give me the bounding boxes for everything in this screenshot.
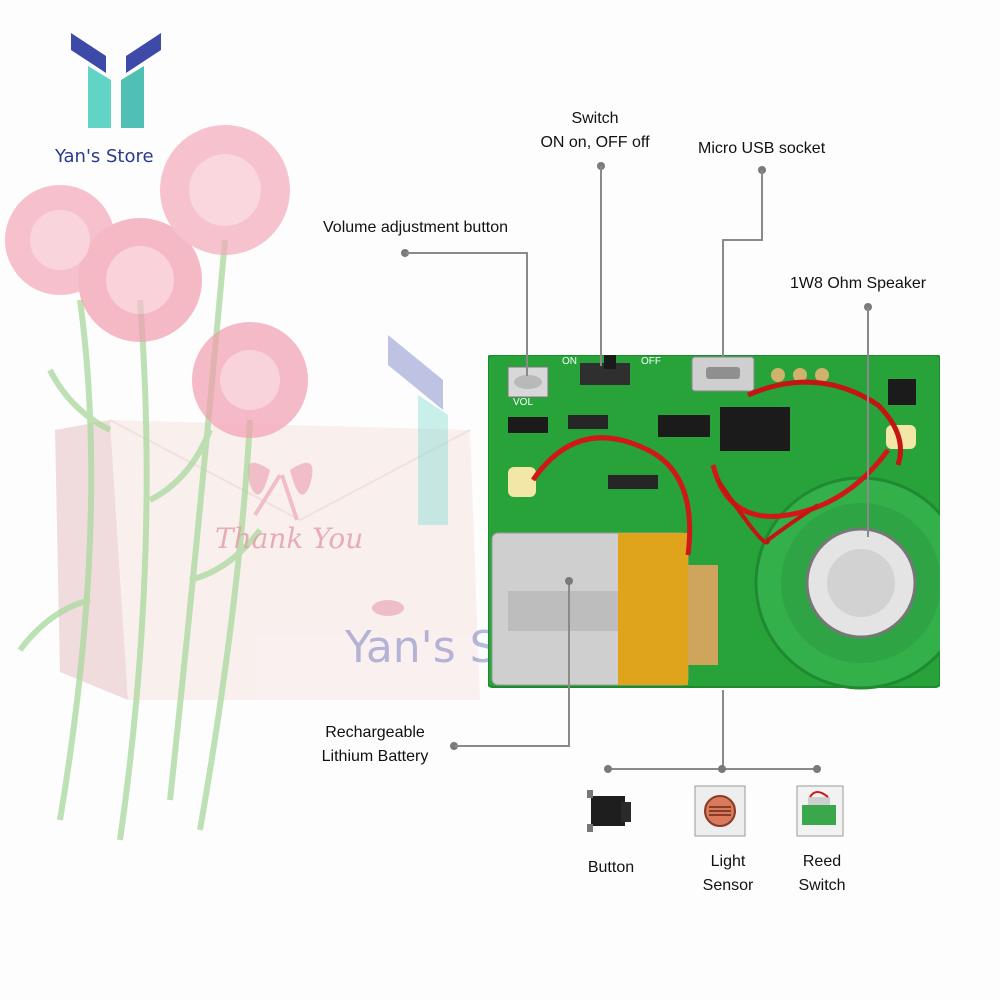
silkscreen-on: ON [562,356,577,367]
trigger-dot-light [718,765,726,773]
store-name: Yan's Store [55,146,154,167]
trigger-dot-button [604,765,612,773]
light-sensor-icon [694,785,746,837]
callout-battery-label-1: Rechargeable [325,724,425,741]
callout-volume-dot [401,249,409,257]
volume-button-icon [507,366,549,398]
callout-battery-dot [450,742,458,750]
speaker-icon [754,476,940,690]
ic-chip-icon [658,415,710,437]
reed-switch-icon [796,785,844,837]
carnation-stems [17,239,263,841]
trigger-label-reed-1: Reed [802,853,842,870]
silkscreen-vol: VOL [513,397,534,408]
callout-speaker-label: 1W8 Ohm Speaker [790,275,927,292]
trigger-label-button: Button [587,859,635,876]
trigger-label-light-1: Light [710,853,746,870]
micro-usb-icon [691,356,755,392]
ic-chip-icon [720,407,790,451]
silkscreen-off: OFF [641,356,661,367]
sound-module-board [488,355,940,690]
card-text: Thank You [215,522,364,555]
trigger-dot-reed [813,765,821,773]
callout-battery-label-2: Lithium Battery [321,748,429,765]
watermark-logo-icon [388,335,448,525]
slide-switch-icon [580,355,630,385]
callout-usb-label: Micro USB socket [698,140,826,157]
lithium-battery-icon [491,532,718,686]
push-button-icon [587,790,631,832]
store-logo-icon [71,33,161,128]
callout-switch-label-2: ON on, OFF off [540,134,650,151]
callout-volume-label: Volume adjustment button [323,219,509,236]
callout-switch-label-1: Switch [571,110,619,127]
carnation-flowers [5,125,308,438]
trigger-label-reed-2: Switch [798,877,846,894]
trigger-label-light-2: Sensor [702,877,754,894]
